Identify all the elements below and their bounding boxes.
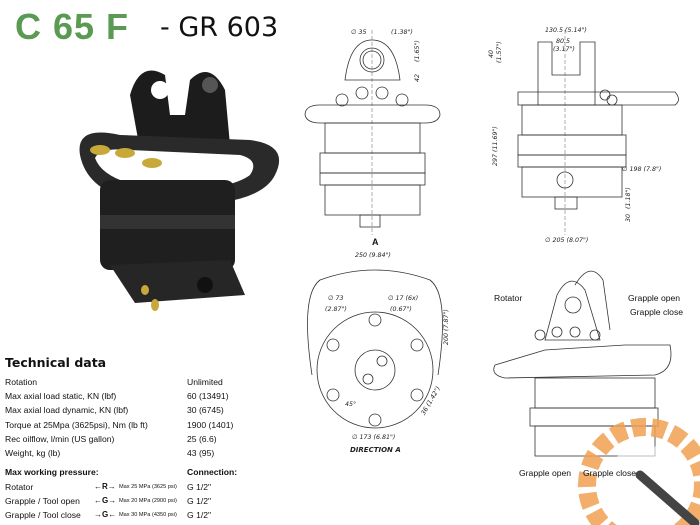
pressure-label: Grapple / Tool close (5, 510, 81, 520)
port-symbol: ←R→ (94, 482, 116, 491)
spec-label: Max axial load dynamic, KN (lbf) (5, 405, 129, 415)
pressure-label: Grapple / Tool open (5, 496, 80, 506)
dim-top: 40 (488, 49, 495, 58)
label-grapple-close-top: Grapple close (630, 307, 684, 317)
dim-angle: 45° (345, 401, 357, 408)
side-view-drawing (517, 30, 679, 235)
pressure-heading: Max working pressure: (5, 467, 99, 477)
direction-a-drawing (307, 269, 443, 429)
connection-value: G 1/2" (187, 482, 212, 492)
dim-d73-in: (2.87") (325, 306, 347, 313)
spec-value: 60 (13491) (187, 391, 229, 401)
label-rotator: Rotator (494, 293, 523, 303)
dim-height: 297 (11.69") (492, 126, 499, 166)
port-symbol: ←G→ (94, 496, 117, 505)
connection-heading: Connection: (187, 467, 238, 477)
connection-value: G 1/2" (187, 510, 212, 520)
dim-width: 130.5 (5.14") (545, 27, 587, 34)
connection-value: G 1/2" (187, 496, 212, 506)
dim-d17: ∅ 17 (6x) (388, 295, 419, 302)
spec-label: Torque at 25Mpa (3625psi), Nm (lb ft) (5, 420, 148, 430)
gear-watermark-icon (578, 418, 700, 525)
dim-pin-diameter: ∅ 35 (351, 29, 367, 36)
dim-pin-diameter-in: (1.38") (391, 29, 413, 36)
spec-label: Rec oilflow, l/min (US gallon) (5, 434, 115, 444)
spec-value: 25 (6.6) (187, 434, 217, 444)
spec-value: 1900 (1401) (187, 420, 234, 430)
dim-base-diameter: ∅ 205 (8.07") (545, 237, 589, 244)
pressure-value: Max 20 MPa (2900 psi) (119, 498, 177, 504)
label-grapple-close-bottom: Grapple close (583, 468, 637, 478)
view-marker-a: A (372, 237, 379, 247)
model-title: C 65 F (15, 6, 130, 47)
spec-value: 30 (6745) (187, 405, 224, 415)
product-photo (79, 70, 280, 311)
spec-value: Unlimited (187, 377, 223, 387)
model-code: - GR 603 (160, 12, 279, 43)
dim-pin-height-in: (1.65") (414, 40, 421, 62)
iso-view-drawing (493, 270, 672, 457)
dim-inner-in: (3.17") (553, 46, 575, 53)
dim-da-height: 200 (7.87") (443, 309, 450, 345)
dim-bolt-circle: ∅ 173 (6.81") (352, 434, 396, 441)
front-view-drawing (304, 30, 441, 235)
spec-label: Rotation (5, 377, 38, 387)
pressure-value: Max 25 MPa (3625 psi) (119, 484, 177, 490)
pressure-label: Rotator (5, 482, 34, 492)
dim-top-in: (1.57") (496, 41, 503, 63)
dim-d17-in: (0.67") (390, 306, 412, 313)
pressure-value: Max 30 MPa (4350 psi) (119, 512, 177, 518)
label-grapple-open-top: Grapple open (628, 293, 681, 303)
dim-inner: 80.5 (556, 38, 571, 45)
port-symbol: →G← (94, 510, 117, 519)
spec-label: Weight, kg (lb) (5, 448, 61, 458)
spec-label: Max axial load static, KN (lbf) (5, 391, 117, 401)
dim-diameter: ∅ 198 (7.8") (622, 166, 662, 173)
dim-d73: ∅ 73 (328, 295, 344, 302)
label-grapple-open-bottom: Grapple open (519, 468, 572, 478)
direction-a-caption: DIRECTION A (350, 446, 401, 454)
dim-da-width: 250 (9.84") (355, 252, 391, 259)
spec-value: 43 (95) (187, 448, 215, 458)
dim-base-in: (1.18") (625, 187, 632, 209)
technical-data-heading: Technical data (5, 355, 107, 370)
dim-base: 30 (625, 213, 632, 222)
dim-pin-height: 42 (414, 73, 421, 82)
